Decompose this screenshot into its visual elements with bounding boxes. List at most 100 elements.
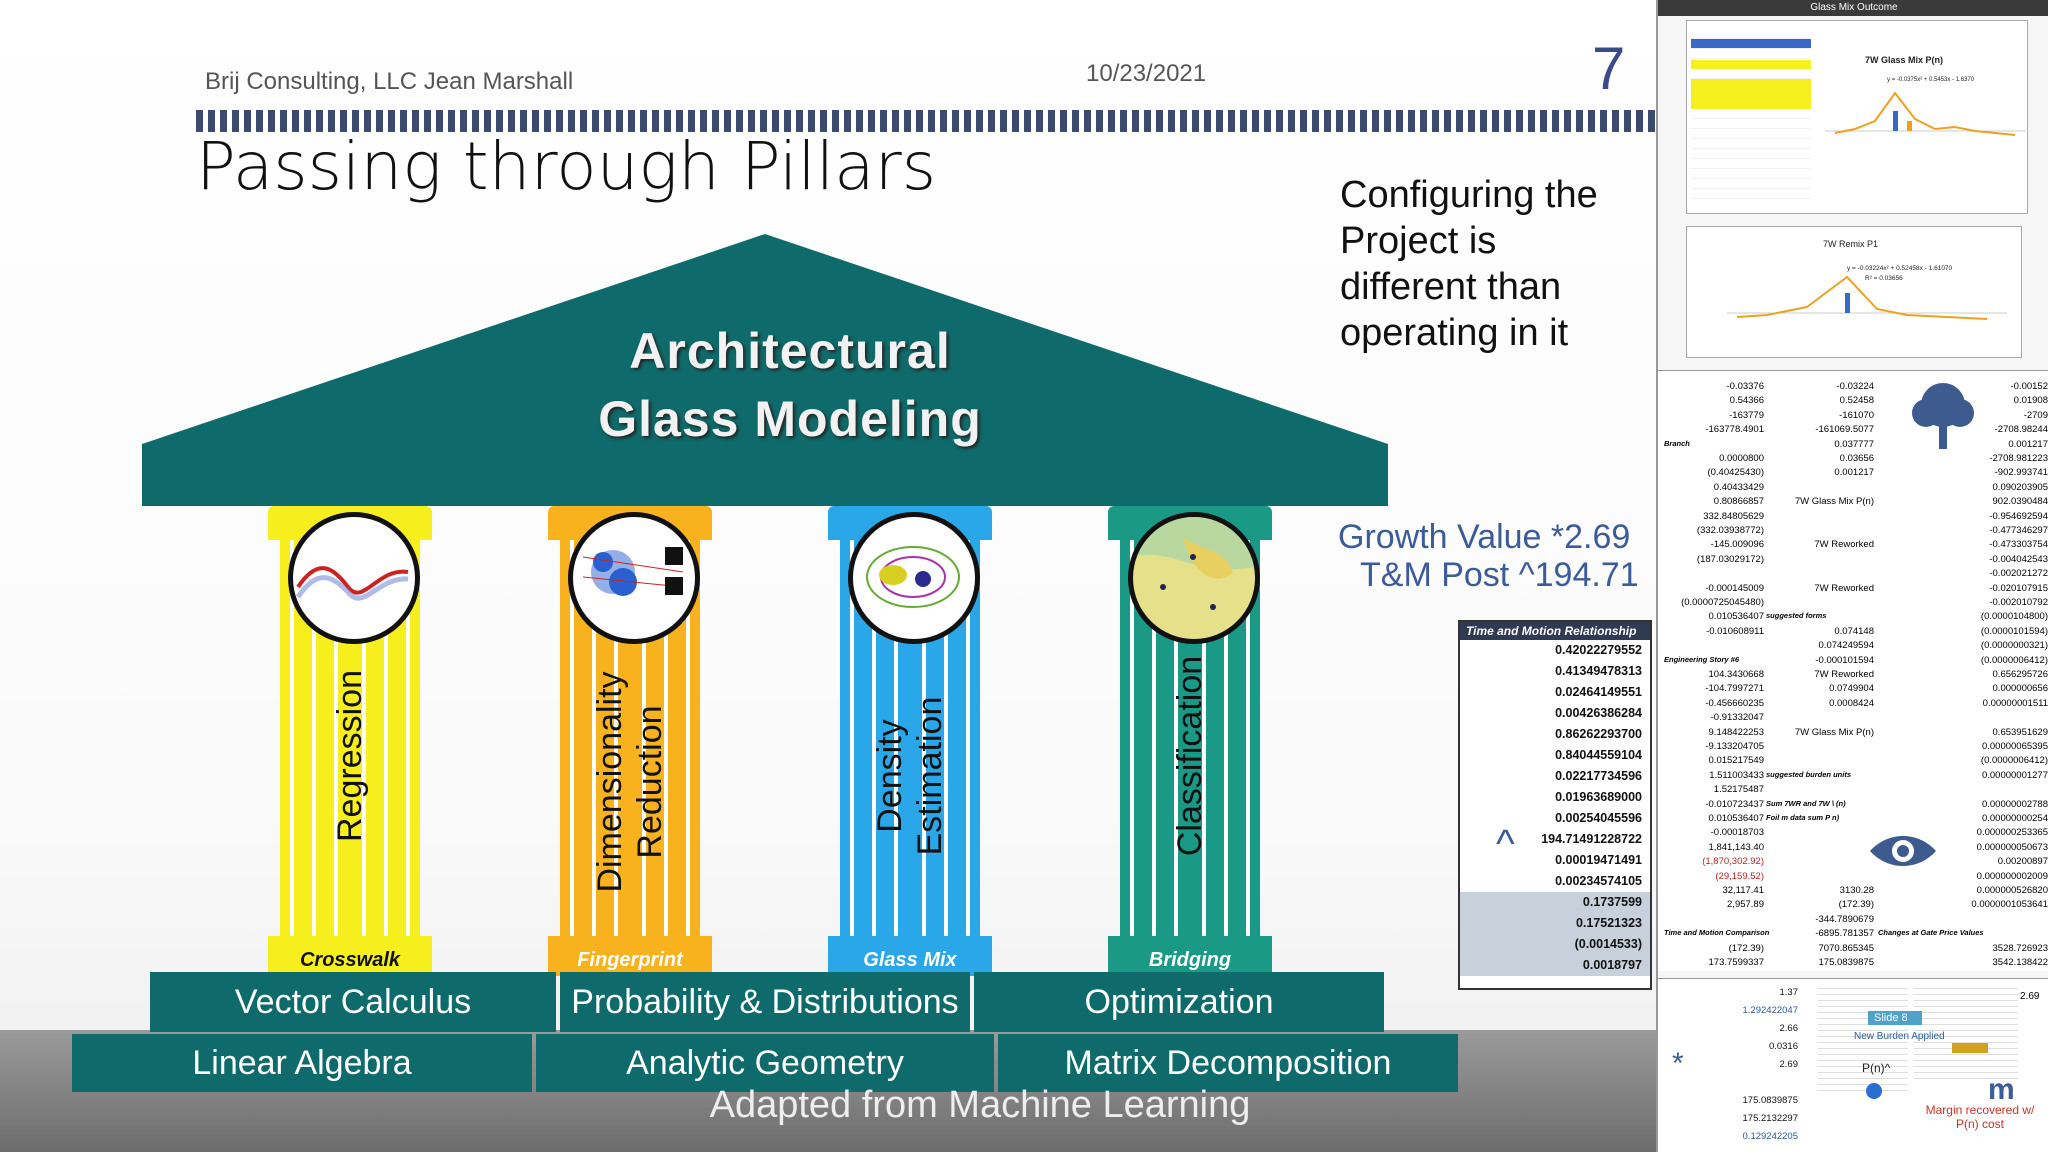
cell[interactable]: 7W Reworked [1814,669,1874,680]
cell[interactable]: (0.0000006412) [1980,654,2048,666]
cell[interactable]: 0.000000526820 [1976,885,2048,896]
cell[interactable]: (0.0000101594) [1980,625,2048,637]
cell[interactable]: Foil m data sum P n) [1766,813,1840,822]
cell[interactable]: 332.84805629 [1703,510,1764,522]
glass-mix-chart-thumbnail[interactable]: 7W Glass Mix P(n) y = -0.0375x² + 0.5453… [1686,20,2028,214]
cell[interactable]: 0.0000001053641 [1971,899,2048,911]
bottom-cell[interactable]: 1.292422047 [1742,1005,1798,1016]
cell[interactable]: 0.000000253365 [1976,827,2048,839]
cell[interactable]: -163778.4901 [1705,424,1764,436]
cell[interactable]: 0.000000050673 [1976,841,2048,853]
cell[interactable]: 0.037777 [1834,438,1874,450]
cell[interactable]: 0.00200897 [1997,856,2048,868]
cell[interactable]: 0.01908 [2013,395,2048,407]
cell[interactable]: 0.000000002009 [1976,870,2048,882]
cell[interactable]: 0.000000656 [1992,683,2048,695]
cell[interactable]: 0.00000000254 [1981,813,2048,824]
cell[interactable]: (332.03938772) [1696,525,1764,536]
cell[interactable]: -0.00018703 [1710,827,1764,839]
cell[interactable]: 175.0839875 [1818,957,1874,968]
cell[interactable]: -0.473303754 [1989,539,2048,551]
cell[interactable]: -0.000145009 [1705,582,1764,594]
cell[interactable]: -2708.98244 [1994,424,2048,436]
cell[interactable]: 3130.28 [1839,885,1874,896]
cell[interactable]: 0.015217549 [1708,755,1764,767]
cell[interactable]: 7W Reworked [1814,539,1874,551]
cell[interactable]: Engineering Story #6 [1664,654,1740,664]
cell[interactable]: 104.3430668 [1708,669,1764,680]
cell[interactable]: (1,870,302.92) [1702,856,1764,868]
cell[interactable]: -2709 [2023,409,2048,421]
bottom-cell[interactable]: 0.0316 [1768,1041,1798,1052]
cell[interactable]: 902.0390484 [1992,496,2048,508]
cell[interactable]: 0.00000002788 [1981,798,2048,810]
cell[interactable]: 0.0000800 [1719,453,1764,464]
cell[interactable]: -163779 [1729,409,1764,421]
cell[interactable]: -161070 [1839,409,1874,421]
cell[interactable]: Sum 7WR and 7W \ (n) [1766,798,1846,808]
cell[interactable]: 1.52175487 [1713,784,1764,796]
cell[interactable]: -0.002010792 [1989,597,2048,608]
cell[interactable]: (0.0000104800) [1980,611,2048,623]
cell[interactable]: -0.010608911 [1706,625,1764,637]
cell[interactable]: suggested forms [1766,611,1827,621]
cell[interactable]: -0.004042543 [1989,553,2048,565]
spreadsheet-grid[interactable]: -0.03376 -0.03224 -0.00152 0.54366 0.52458 0.… [1658,370,2048,971]
cell[interactable]: -0.477346297 [1989,525,2048,536]
cell[interactable]: Branch [1664,438,1690,448]
cell[interactable]: 0.010536407 [1708,611,1764,623]
cell[interactable]: 0.074148 [1834,625,1874,637]
cell[interactable]: -0.03376 [1726,381,1764,392]
cell[interactable]: -0.91332047 [1710,712,1764,724]
cell[interactable]: 7W Reworked [1814,582,1874,594]
cell[interactable]: 0.40433429 [1713,481,1764,493]
cell[interactable]: (172.39) [1838,899,1874,911]
cell[interactable]: -145.009096 [1710,539,1764,551]
cell[interactable]: 1.511003433 [1709,769,1764,781]
cell[interactable]: suggested burden units [1766,769,1852,779]
cell[interactable]: 0.0008424 [1829,697,1874,709]
cell[interactable]: 7W Glass Mix P(n) [1794,496,1874,508]
cell[interactable]: 0.001217 [1834,467,1874,479]
bottom-cell[interactable]: 2.66 [1779,1023,1799,1034]
cell[interactable]: -0.00152 [2010,381,2048,392]
bottom-cell[interactable]: 175.0839875 [1742,1095,1798,1106]
cell[interactable]: -6895.781357 [1815,928,1874,940]
cell[interactable]: 173.7599337 [1708,957,1764,968]
cell[interactable]: 0.656295726 [1992,669,2048,680]
bottom-cell[interactable]: 2.69 [1779,1059,1799,1070]
cell[interactable]: 0.074249594 [1818,640,1874,652]
cell[interactable]: 2,957.89 [1727,899,1764,911]
remix-chart-thumbnail[interactable]: 7W Remix P1 y = -0.03224x² + 0.52458x - … [1686,226,2022,358]
cell[interactable]: 7W Glass Mix P(n) [1794,726,1874,738]
cell[interactable]: (0.0000000321) [1980,640,2048,652]
cell[interactable]: -0.456660235 [1705,697,1764,709]
cell[interactable]: (0.0000725045480) [1681,597,1764,608]
bottom-cell[interactable]: 1.37 [1779,987,1799,998]
cell[interactable]: 32,117.41 [1722,885,1764,896]
cell[interactable]: 0.00000001511 [1982,697,2048,709]
bottom-cell[interactable]: 0.129242205 [1742,1131,1798,1142]
cell[interactable]: 0.653951629 [1992,726,2048,738]
cell[interactable]: -344.7890679 [1815,913,1874,925]
cell[interactable]: 3528.726923 [1992,942,2048,954]
cell[interactable]: (187.03029172) [1696,553,1764,565]
cell[interactable]: 0.52458 [1839,395,1874,407]
cell[interactable]: 0.00000001277 [1981,769,2048,781]
cell[interactable]: -0.020107915 [1989,582,2048,594]
cell[interactable]: 9.148422253 [1708,726,1764,738]
cell[interactable]: -0.954692594 [1989,510,2048,522]
cell[interactable]: 0.001217 [2008,438,2048,450]
cell[interactable]: Changes at Gate Price Values [1878,928,1984,938]
cell[interactable]: 0.010536407 [1708,813,1764,824]
cell[interactable]: -9.133204705 [1705,741,1764,752]
cell[interactable]: 1,841,143.40 [1708,841,1764,853]
cell[interactable]: -0.03224 [1836,381,1874,392]
cell[interactable]: 3542.138422 [1992,957,2048,968]
cell[interactable]: 0.00000065395 [1981,741,2048,752]
cell[interactable]: 0.80866857 [1713,496,1764,508]
cell[interactable]: (0.40425430) [1707,467,1764,479]
cell[interactable]: -902.993741 [1994,467,2048,479]
cell[interactable]: 7070.865345 [1818,942,1874,954]
cell[interactable]: 0.54366 [1729,395,1764,407]
